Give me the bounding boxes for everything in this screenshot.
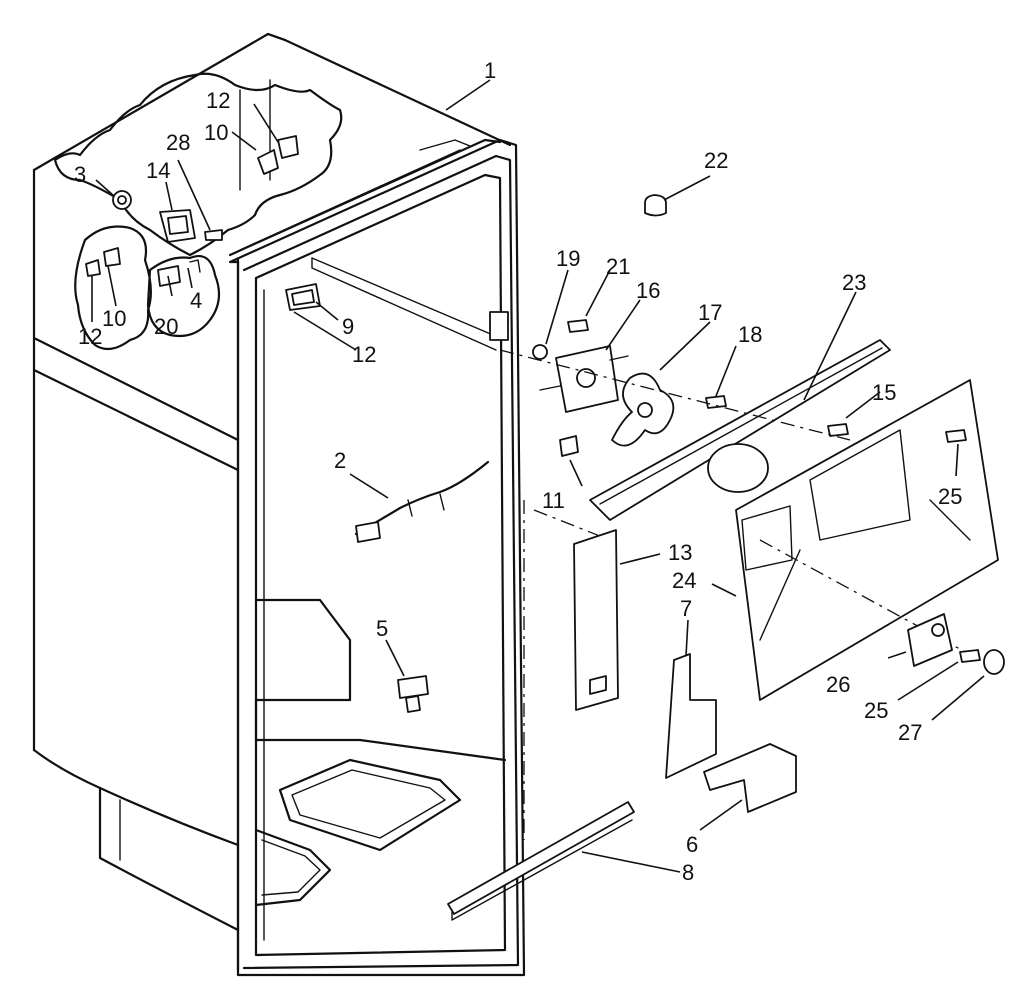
callout-18: 18 xyxy=(738,322,762,347)
part-10-clip-upper xyxy=(257,149,279,175)
part-12-bracket-left xyxy=(85,259,101,277)
part-15-screw xyxy=(827,423,849,437)
callout-10-left: 10 xyxy=(102,306,126,331)
callout-1: 1 xyxy=(484,58,496,83)
callout-2: 2 xyxy=(334,448,346,473)
part-26-cover xyxy=(907,613,953,667)
part-7-panel xyxy=(665,653,717,779)
part-23-fan-shroud xyxy=(499,339,891,521)
callout-15: 15 xyxy=(872,380,896,405)
callout-16: 16 xyxy=(636,278,660,303)
callout-13: 13 xyxy=(668,540,692,565)
callout-27: 27 xyxy=(898,720,922,745)
callout-25-upper: 25 xyxy=(938,484,962,509)
callout-24: 24 xyxy=(672,568,696,593)
left-cutaway xyxy=(74,225,221,351)
part-28-screw xyxy=(204,229,223,241)
part-2-wire-harness xyxy=(354,460,490,543)
part-13-baffle xyxy=(573,529,619,711)
cabinet-shell xyxy=(32,32,611,977)
part-25-screw-upper xyxy=(945,429,967,443)
callout-14: 14 xyxy=(146,158,170,183)
callout-12-door: 12 xyxy=(352,342,376,367)
freezer-cutaway xyxy=(53,72,343,257)
callout-19: 19 xyxy=(556,246,580,271)
callout-9: 9 xyxy=(342,314,354,339)
part-22-cap xyxy=(644,194,667,217)
part-10-clip-left xyxy=(103,247,121,267)
part-9-bracket xyxy=(285,283,321,311)
callout-6: 6 xyxy=(686,832,698,857)
part-5-light-socket xyxy=(397,675,429,713)
callout-4: 4 xyxy=(190,288,202,313)
callout-8: 8 xyxy=(682,860,694,885)
part-17-fan-blade xyxy=(611,372,675,447)
callout-7: 7 xyxy=(680,596,692,621)
part-8-trim-strip xyxy=(447,801,635,921)
callout-25-lower: 25 xyxy=(864,698,888,723)
part-4-clip xyxy=(189,259,201,273)
callout-3: 3 xyxy=(74,162,86,187)
callout-5: 5 xyxy=(376,616,388,641)
part-20-sensor xyxy=(157,265,181,287)
callout-12-upper: 12 xyxy=(206,88,230,113)
callout-20: 20 xyxy=(154,314,178,339)
leader-lines xyxy=(91,79,985,873)
callout-22: 22 xyxy=(704,148,728,173)
callout-11: 11 xyxy=(542,488,565,513)
part-12-bracket-upper xyxy=(277,135,299,159)
callout-26: 26 xyxy=(826,672,850,697)
callout-28: 28 xyxy=(166,130,190,155)
callout-17: 17 xyxy=(698,300,722,325)
part-11-clip xyxy=(559,435,579,457)
part-14-switch xyxy=(159,209,196,243)
callout-12-left: 12 xyxy=(78,324,102,349)
part-6-bracket xyxy=(703,743,797,813)
part-19-grommet xyxy=(532,344,548,360)
part-18-screw xyxy=(705,395,727,409)
callout-labels: 1 2 3 4 5 6 7 8 9 10 10 11 12 12 12 13 1… xyxy=(74,58,962,885)
part-25-screw-lower xyxy=(959,649,981,663)
callout-21: 21 xyxy=(606,254,630,279)
part-3-bulb-socket xyxy=(112,190,132,210)
callout-10-upper: 10 xyxy=(204,120,228,145)
part-21-screw xyxy=(567,319,589,333)
callout-23: 23 xyxy=(842,270,866,295)
part-24-rear-panel xyxy=(735,379,999,701)
part-27-plug xyxy=(983,649,1005,675)
